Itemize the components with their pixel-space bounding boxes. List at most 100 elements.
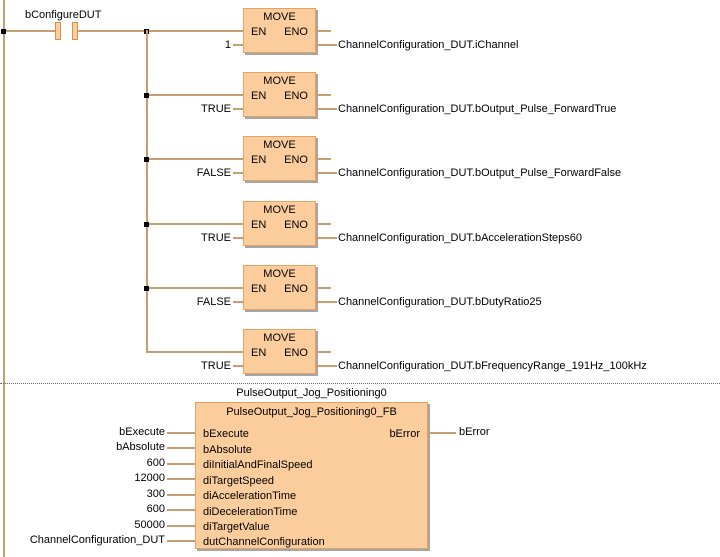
contact-icon[interactable] <box>72 22 78 40</box>
fb-input-value[interactable]: ChannelConfiguration_DUT <box>29 534 165 546</box>
wire <box>233 365 243 367</box>
wire <box>167 525 195 527</box>
move-input-value[interactable]: TRUE <box>201 232 231 244</box>
function-block[interactable]: PulseOutput_Jog_Positioning0_FB bExecute… <box>195 402 428 549</box>
wire <box>167 478 195 480</box>
block-title: MOVE <box>263 332 296 344</box>
junction-dot-icon <box>144 93 149 98</box>
move-block[interactable]: MOVE EN ENO <box>243 201 316 246</box>
fb-input-value[interactable]: 12000 <box>134 472 165 484</box>
eno-pin[interactable]: ENO <box>284 154 308 166</box>
en-pin[interactable]: EN <box>251 219 267 231</box>
eno-stub-wire <box>317 287 331 289</box>
eno-stub-wire <box>317 351 331 353</box>
block-title: MOVE <box>263 11 296 23</box>
wire <box>146 287 244 289</box>
move-block[interactable]: MOVE EN ENO <box>243 72 316 117</box>
fb-instance-name[interactable]: PulseOutput_Jog_Positioning0 <box>236 387 387 399</box>
eno-pin[interactable]: ENO <box>284 283 308 295</box>
network-separator <box>0 383 720 384</box>
move-input-value[interactable]: FALSE <box>196 167 231 179</box>
wire <box>316 301 337 303</box>
fb-input-value[interactable]: 300 <box>146 488 165 500</box>
fb-input-value[interactable]: 50000 <box>134 519 165 531</box>
branch-wire <box>146 30 148 353</box>
en-pin[interactable]: EN <box>251 347 267 359</box>
wire <box>316 237 337 239</box>
move-block[interactable]: MOVE EN ENO <box>243 8 316 53</box>
wire <box>78 30 244 32</box>
move-input-value[interactable]: TRUE <box>201 360 231 372</box>
fb-input-pin[interactable]: bAbsolute <box>203 444 252 456</box>
move-input-value[interactable]: FALSE <box>196 296 231 308</box>
wire <box>316 44 337 46</box>
fb-input-pin[interactable]: diTargetSpeed <box>203 475 274 487</box>
en-pin[interactable]: EN <box>251 283 267 295</box>
fb-input-pin[interactable]: diDecelerationTime <box>203 506 298 518</box>
wire <box>316 108 337 110</box>
wire <box>146 94 244 96</box>
move-block[interactable]: MOVE EN ENO <box>243 329 316 374</box>
wire <box>316 172 337 174</box>
fb-input-pin[interactable]: diAccelerationTime <box>203 490 297 502</box>
wire <box>233 44 243 46</box>
move-output-operand[interactable]: ChannelConfiguration_DUT.bFrequencyRange… <box>338 360 647 372</box>
fb-input-value[interactable]: bAbsolute <box>116 441 165 453</box>
contact-label[interactable]: bConfigureDUT <box>25 9 102 21</box>
fb-type-name: PulseOutput_Jog_Positioning0_FB <box>226 406 397 418</box>
move-block[interactable]: MOVE EN ENO <box>243 265 316 310</box>
wire <box>146 223 244 225</box>
wire <box>167 432 195 434</box>
move-output-operand[interactable]: ChannelConfiguration_DUT.bAccelerationSt… <box>338 232 582 244</box>
fb-input-pin[interactable]: diInitialAndFinalSpeed <box>203 459 313 471</box>
fb-input-pin[interactable]: diTargetValue <box>203 521 270 533</box>
block-title: MOVE <box>263 268 296 280</box>
wire <box>167 447 195 449</box>
eno-stub-wire <box>317 30 331 32</box>
wire <box>233 108 243 110</box>
block-title: MOVE <box>263 204 296 216</box>
move-output-operand[interactable]: ChannelConfiguration_DUT.bOutput_Pulse_F… <box>338 167 622 179</box>
wire <box>316 365 337 367</box>
contact-icon[interactable] <box>55 22 61 40</box>
fb-input-value[interactable]: bExecute <box>119 426 165 438</box>
move-input-value[interactable]: 1 <box>224 39 231 51</box>
wire <box>146 351 244 353</box>
eno-stub-wire <box>317 223 331 225</box>
en-pin[interactable]: EN <box>251 26 267 38</box>
fb-output-pin[interactable]: bError <box>389 428 420 440</box>
eno-stub-wire <box>317 158 331 160</box>
eno-stub-wire <box>317 94 331 96</box>
move-block[interactable]: MOVE EN ENO <box>243 136 316 181</box>
block-title: MOVE <box>263 139 296 151</box>
wire <box>4 30 55 32</box>
en-pin[interactable]: EN <box>251 90 267 102</box>
junction-dot-icon <box>1 29 6 34</box>
fb-input-value[interactable]: 600 <box>146 457 165 469</box>
junction-dot-icon <box>144 286 149 291</box>
wire <box>167 494 195 496</box>
eno-pin[interactable]: ENO <box>284 347 308 359</box>
wire <box>146 158 244 160</box>
fb-output-value[interactable]: bError <box>459 426 490 438</box>
wire <box>233 301 243 303</box>
eno-pin[interactable]: ENO <box>284 219 308 231</box>
wire <box>167 509 195 511</box>
en-pin[interactable]: EN <box>251 154 267 166</box>
wire <box>167 540 195 542</box>
junction-dot-icon <box>144 222 149 227</box>
move-input-value[interactable]: TRUE <box>201 103 231 115</box>
move-output-operand[interactable]: ChannelConfiguration_DUT.iChannel <box>338 39 519 51</box>
power-rail <box>3 0 5 557</box>
fb-input-pin[interactable]: dutChannelConfiguration <box>203 536 325 548</box>
fb-input-pin[interactable]: bExecute <box>203 428 249 440</box>
fb-input-value[interactable]: 600 <box>146 503 165 515</box>
eno-pin[interactable]: ENO <box>284 26 308 38</box>
eno-pin[interactable]: ENO <box>284 90 308 102</box>
block-title: MOVE <box>263 75 296 87</box>
wire <box>233 172 243 174</box>
junction-dot-icon <box>144 157 149 162</box>
move-output-operand[interactable]: ChannelConfiguration_DUT.bDutyRatio25 <box>338 296 542 308</box>
move-output-operand[interactable]: ChannelConfiguration_DUT.bOutput_Pulse_F… <box>338 103 617 115</box>
